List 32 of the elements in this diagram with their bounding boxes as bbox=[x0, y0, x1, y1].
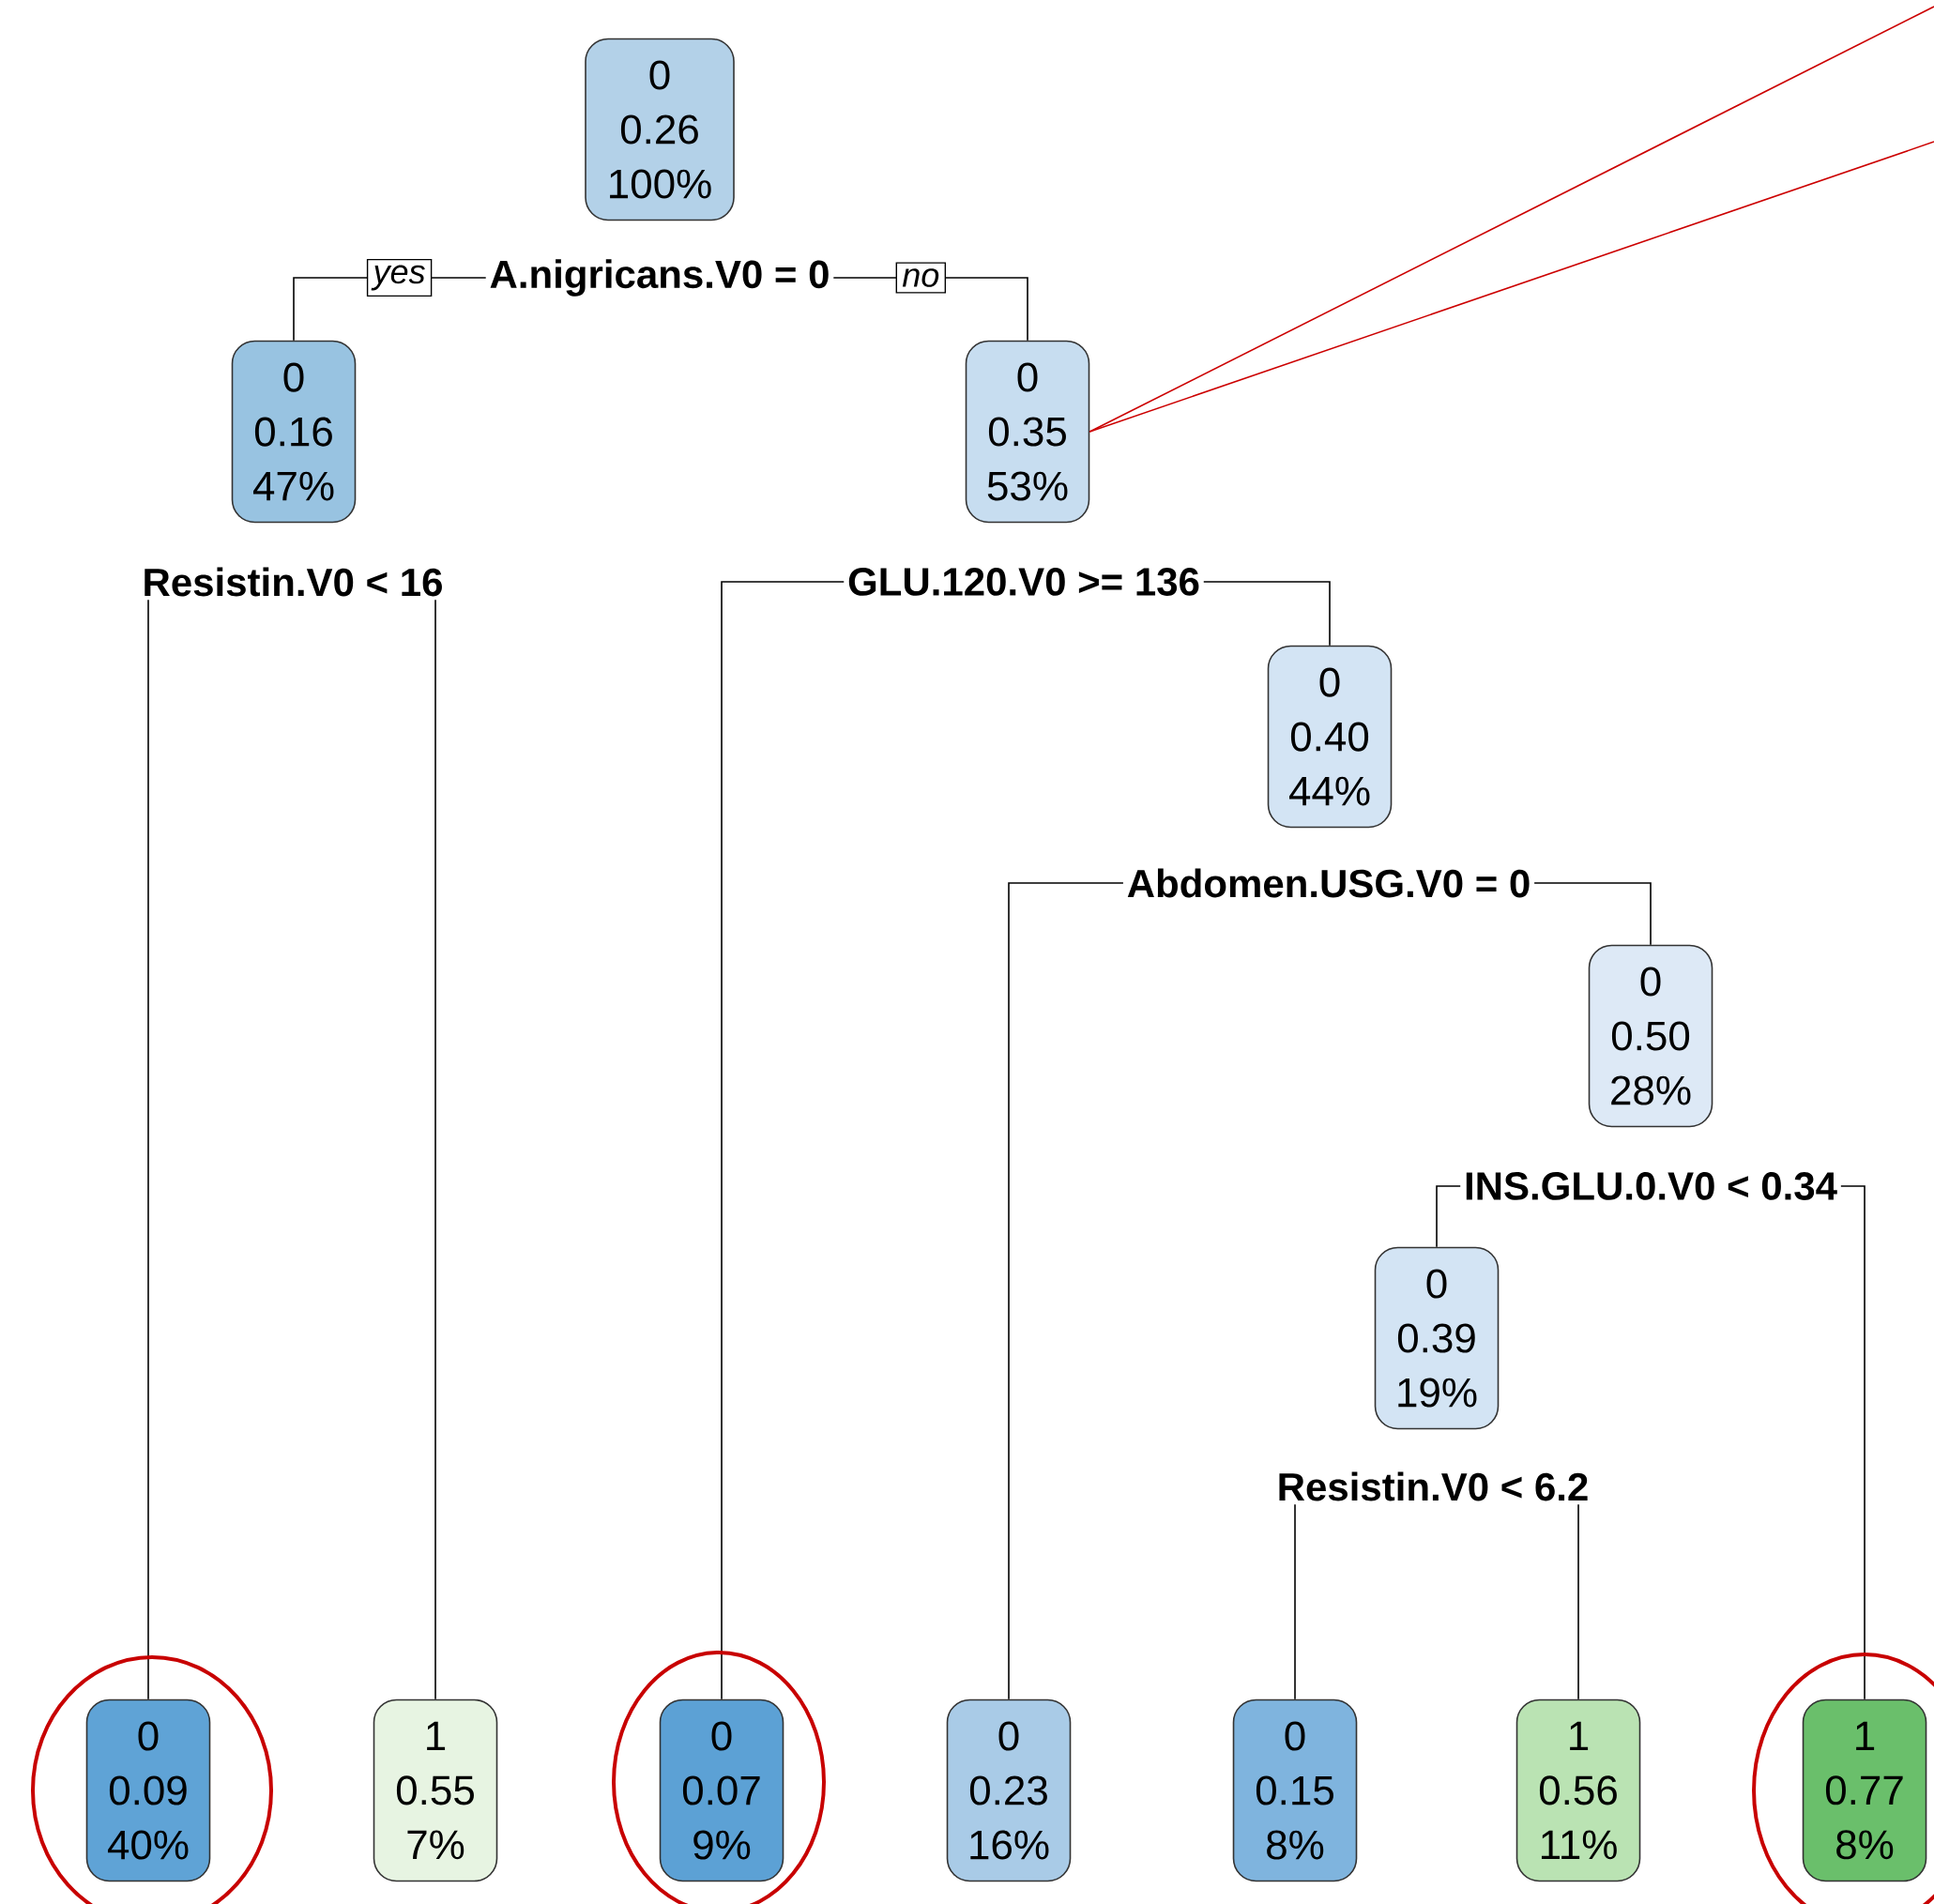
tree-branch bbox=[1008, 882, 1124, 1700]
tree-branch bbox=[1840, 1185, 1865, 1700]
tree-node-box: 0 0.50 28% bbox=[1588, 944, 1713, 1128]
split-label: INS.GLU.0.V0 < 0.34 bbox=[1466, 1172, 1837, 1200]
tree-node-box: 1 0.56 11% bbox=[1515, 1698, 1641, 1882]
tree-branch bbox=[721, 581, 845, 1700]
split-label: Abdomen.USG.V0 = 0 bbox=[1127, 868, 1530, 898]
tree-node-box: 0 0.40 44% bbox=[1267, 645, 1393, 829]
tree-node-box: 1 0.55 7% bbox=[373, 1698, 498, 1882]
split-label: Resistin.V0 < 6.2 bbox=[1279, 1471, 1588, 1501]
tree-node-box: 0 0.23 16% bbox=[946, 1698, 1072, 1882]
tree-node-box: 0 0.26 100% bbox=[585, 38, 735, 221]
tree-branch bbox=[1294, 1503, 1296, 1700]
edge-label: yes bbox=[366, 258, 433, 297]
tree-branch bbox=[1436, 1185, 1461, 1248]
split-label: Resistin.V0 < 16 bbox=[145, 567, 442, 597]
tree-node-box: 0 0.35 53% bbox=[965, 340, 1090, 524]
split-label: GLU.120.V0 >= 136 bbox=[848, 568, 1199, 596]
edge-label: no bbox=[895, 262, 947, 294]
split-label: A.nigricans.V0 = 0 bbox=[490, 259, 829, 297]
tree-branch bbox=[1533, 882, 1652, 946]
tree-branch bbox=[147, 599, 149, 1700]
tree-node-box: 0 0.16 47% bbox=[231, 340, 357, 524]
tree-branch bbox=[434, 599, 436, 1700]
tree-branch bbox=[1577, 1503, 1579, 1700]
tree-node-box: 0 0.15 8% bbox=[1232, 1698, 1358, 1882]
tree-branch bbox=[1202, 581, 1331, 647]
tree-node-box: 0 0.09 40% bbox=[85, 1698, 211, 1882]
tree-node-box: 0 0.39 19% bbox=[1374, 1246, 1500, 1430]
tree-node-box: 0 0.07 9% bbox=[659, 1698, 784, 1882]
tree-node-box: 1 0.77 8% bbox=[1802, 1698, 1927, 1882]
leader-line bbox=[1089, 141, 1934, 433]
